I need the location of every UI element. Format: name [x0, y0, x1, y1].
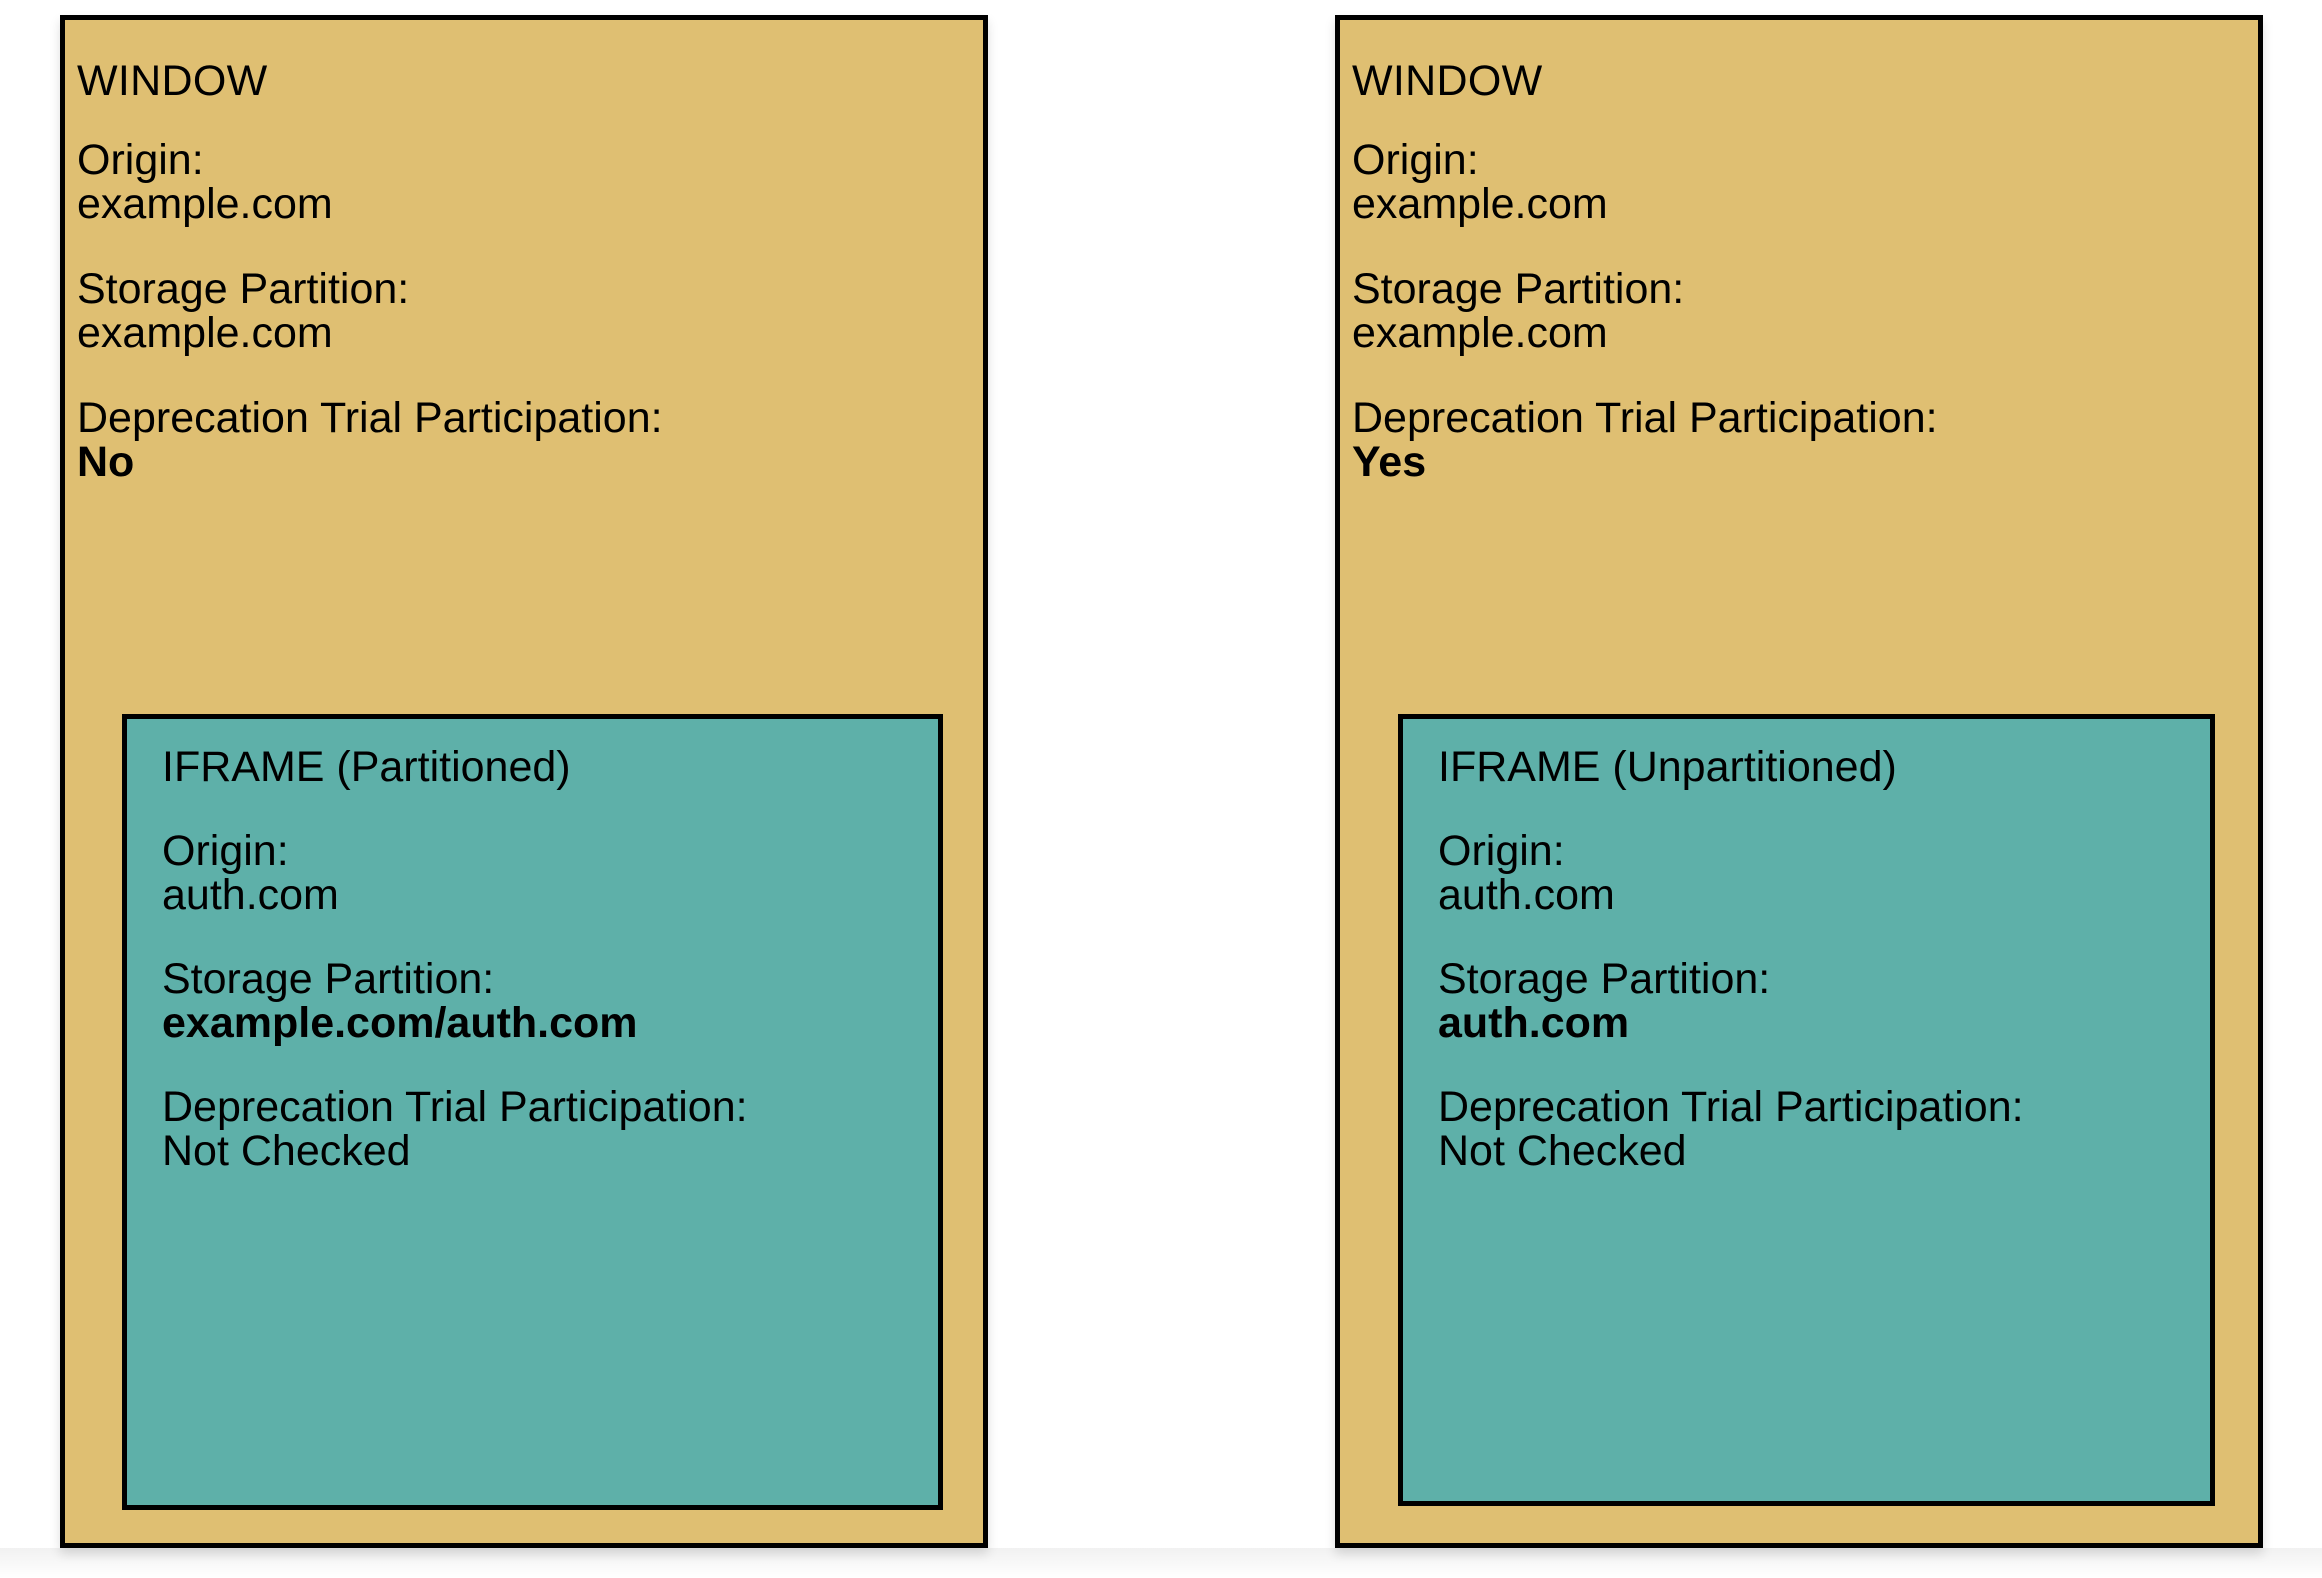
window-box-left: WINDOW Origin: example.com Storage Parti… — [60, 15, 988, 1548]
iframe-right-storage-partition-value: auth.com — [1438, 999, 1630, 1048]
window-left-deprecation-trial-field: Deprecation Trial Participation: No — [77, 396, 663, 485]
window-left-deprecation-trial-label: Deprecation Trial Participation: — [77, 394, 663, 442]
iframe-left-origin-value: auth.com — [162, 871, 339, 920]
iframe-right-storage-partition-field: Storage Partition: auth.com — [1438, 957, 1770, 1046]
window-right-deprecation-trial-field: Deprecation Trial Participation: Yes — [1352, 396, 1938, 485]
window-title-left: WINDOW — [77, 57, 268, 105]
window-left-origin-value: example.com — [77, 180, 333, 229]
iframe-right-origin-label: Origin: — [1438, 827, 1565, 875]
iframe-right-deprecation-trial-value: Not Checked — [1438, 1127, 1687, 1176]
window-left-origin-label: Origin: — [77, 136, 204, 184]
iframe-right-deprecation-trial-field: Deprecation Trial Participation: Not Che… — [1438, 1085, 2024, 1174]
window-right-deprecation-trial-value: Yes — [1352, 438, 1427, 487]
iframe-right-origin-value: auth.com — [1438, 871, 1615, 920]
diagram-drop-shadow — [0, 1548, 2322, 1578]
iframe-left-storage-partition-field: Storage Partition: example.com/auth.com — [162, 957, 638, 1046]
window-right-origin-value: example.com — [1352, 180, 1608, 229]
window-right-origin-field: Origin: example.com — [1352, 138, 1608, 227]
iframe-title-left: IFRAME (Partitioned) — [162, 743, 571, 791]
iframe-left-deprecation-trial-label: Deprecation Trial Participation: — [162, 1083, 748, 1131]
window-left-deprecation-trial-value: No — [77, 438, 135, 487]
window-left-storage-partition-label: Storage Partition: — [77, 265, 410, 313]
window-right-storage-partition-label: Storage Partition: — [1352, 265, 1685, 313]
window-title-right: WINDOW — [1352, 57, 1543, 105]
window-right-storage-partition-value: example.com — [1352, 309, 1608, 358]
iframe-left-deprecation-trial-value: Not Checked — [162, 1127, 411, 1176]
iframe-left-storage-partition-label: Storage Partition: — [162, 955, 495, 1003]
iframe-left-origin-label: Origin: — [162, 827, 289, 875]
window-right-storage-partition-field: Storage Partition: example.com — [1352, 267, 1684, 356]
iframe-box-left: IFRAME (Partitioned) Origin: auth.com St… — [122, 714, 943, 1510]
window-left-storage-partition-value: example.com — [77, 309, 333, 358]
window-right-origin-label: Origin: — [1352, 136, 1479, 184]
iframe-left-origin-field: Origin: auth.com — [162, 829, 339, 918]
window-box-right: WINDOW Origin: example.com Storage Parti… — [1335, 15, 2263, 1548]
iframe-left-deprecation-trial-field: Deprecation Trial Participation: Not Che… — [162, 1085, 748, 1174]
iframe-left-storage-partition-value: example.com/auth.com — [162, 999, 638, 1048]
iframe-right-storage-partition-label: Storage Partition: — [1438, 955, 1771, 1003]
window-left-storage-partition-field: Storage Partition: example.com — [77, 267, 409, 356]
window-right-deprecation-trial-label: Deprecation Trial Participation: — [1352, 394, 1938, 442]
iframe-box-right: IFRAME (Unpartitioned) Origin: auth.com … — [1398, 714, 2215, 1506]
window-left-origin-field: Origin: example.com — [77, 138, 333, 227]
iframe-title-right: IFRAME (Unpartitioned) — [1438, 743, 1897, 791]
iframe-right-deprecation-trial-label: Deprecation Trial Participation: — [1438, 1083, 2024, 1131]
iframe-right-origin-field: Origin: auth.com — [1438, 829, 1615, 918]
